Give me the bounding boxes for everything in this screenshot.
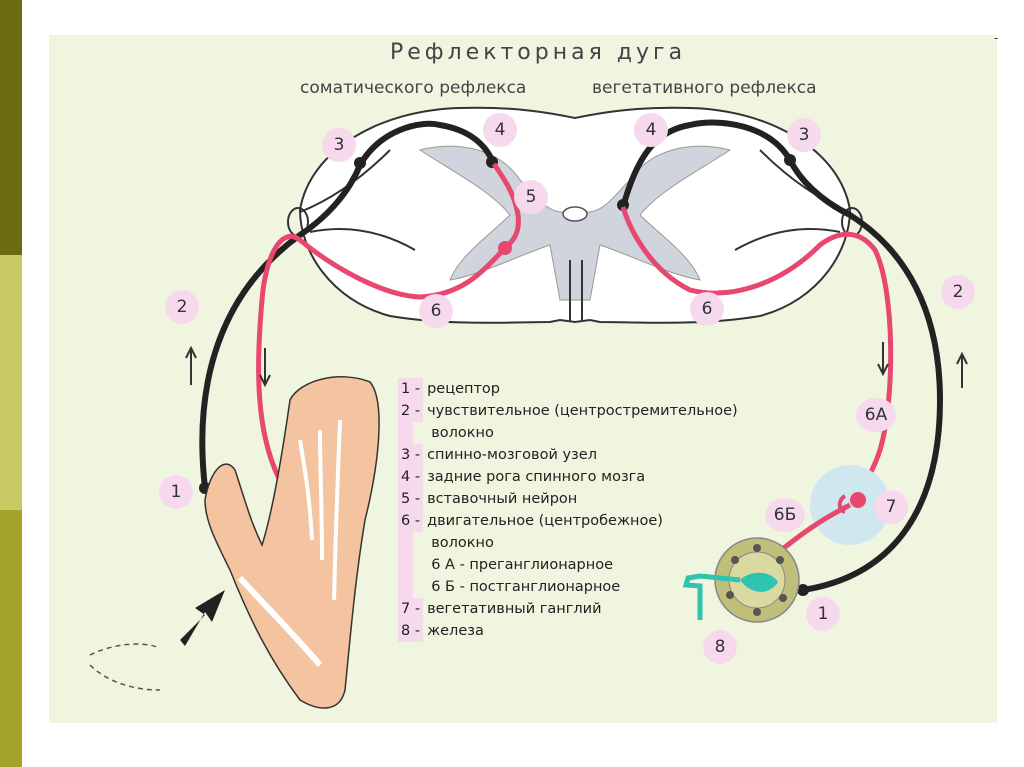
legend-row: 6 А - преганглионарное <box>398 554 770 576</box>
label-8: 8 <box>703 630 737 664</box>
legend-text: вегетативный ганглий <box>427 601 602 617</box>
arm <box>89 376 380 709</box>
label-2-right: 2 <box>941 275 975 309</box>
subtitle-somatic: соматического рефлекса <box>300 78 527 98</box>
legend-row: 7 -вегетативный ганглий <box>398 598 770 620</box>
legend-row: 8 -железа <box>398 620 770 642</box>
legend-row: 6 Б - постганглионарное <box>398 576 770 598</box>
subtitle-vegetative: вегетативного рефлекса <box>592 78 817 98</box>
left-motor-neuron <box>498 241 512 255</box>
side-bar-top <box>0 0 22 255</box>
spinal-cord <box>298 106 852 324</box>
legend-text: железа <box>427 623 484 639</box>
label-1-right: 1 <box>806 597 840 631</box>
legend-row: 1 -рецептор <box>398 378 770 400</box>
legend-key: 8 - <box>398 620 424 642</box>
legend-row: 2 -чувствительное (центростремительное) <box>398 400 770 422</box>
legend-key: 6 - <box>398 510 424 532</box>
left-sensory-fiber <box>199 120 495 491</box>
legend-row: волокно <box>398 422 770 444</box>
right-ganglion-cell <box>784 154 796 166</box>
label-6b: 6Б <box>765 498 805 532</box>
arrow-down-icon <box>259 348 271 388</box>
legend-row: 5 -вставочный нейрон <box>398 488 770 510</box>
legend-text: спинно-мозговой узел <box>427 447 597 463</box>
legend-row: 4 -задние рога спинного мозга <box>398 466 770 488</box>
legend-text: чувствительное (центростремительное) <box>427 403 738 419</box>
legend-text: вставочный нейрон <box>427 491 578 507</box>
label-6-left: 6 <box>419 294 453 328</box>
right-preganglionic-fiber <box>620 206 894 497</box>
legend-key: 1 - <box>398 378 424 400</box>
legend-key: 7 - <box>398 598 424 620</box>
legend-row: 3 -спинно-мозговой узел <box>398 444 770 466</box>
arrow-up-icon <box>185 345 197 385</box>
label-3-left: 3 <box>322 128 356 162</box>
legend-text: волокно <box>431 535 494 551</box>
legend-key: 4 - <box>398 466 424 488</box>
left-motor-fiber <box>256 234 507 512</box>
label-6-right: 6 <box>690 292 724 326</box>
legend-text: волокно <box>431 425 494 441</box>
legend-key: 2 - <box>398 400 424 422</box>
legend-text: 6 А - преганглионарное <box>431 557 614 573</box>
label-3-right: 3 <box>787 118 821 152</box>
arrow-up-icon-right <box>956 351 968 388</box>
label-4-left: 4 <box>483 113 517 147</box>
left-interneuron <box>491 162 521 250</box>
legend-key: 3 - <box>398 444 424 466</box>
legend-row: 6 -двигательное (центробежное) <box>398 510 770 532</box>
label-2-left: 2 <box>165 290 199 324</box>
left-ganglion-cell <box>354 157 366 169</box>
corner-mark: - <box>994 31 999 45</box>
gland <box>682 537 800 623</box>
right-sensory-fiber <box>622 119 944 593</box>
diagram-title: Рефлекторная дуга <box>390 40 687 65</box>
right-receptor-dot <box>797 584 809 596</box>
ganglion-neuron <box>850 492 866 508</box>
side-bar-middle <box>0 255 22 510</box>
pointer-arrow-icon <box>180 590 225 646</box>
legend-text: 6 Б - постганглионарное <box>431 579 621 595</box>
label-7: 7 <box>874 490 908 524</box>
legend-key: 5 - <box>398 488 424 510</box>
label-5: 5 <box>514 180 548 214</box>
arrow-down-icon-right <box>877 342 889 377</box>
legend-row: волокно <box>398 532 770 554</box>
side-bar-bottom <box>0 510 22 767</box>
legend-text: рецептор <box>427 381 500 397</box>
label-4-right: 4 <box>634 113 668 147</box>
legend-text: задние рога спинного мозга <box>427 469 646 485</box>
label-6a: 6А <box>856 398 896 432</box>
legend-text: двигательное (центробежное) <box>427 513 663 529</box>
right-synapse <box>617 199 629 211</box>
label-1-left: 1 <box>159 475 193 509</box>
